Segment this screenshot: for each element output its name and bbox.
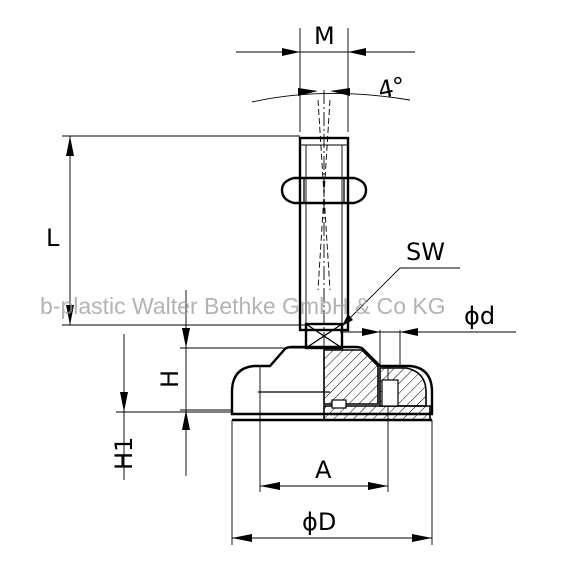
label-base-diameter: ϕD [302, 508, 336, 536]
label-width: A [315, 456, 332, 484]
dimension-small-diameter: ϕd [340, 302, 516, 366]
dimension-base-height: H1 [110, 334, 232, 480]
dimension-wrench-size: SW [341, 238, 460, 327]
hex-nut [280, 176, 368, 205]
label-wrench-size: SW [406, 238, 445, 266]
label-base-height: H1 [110, 437, 138, 470]
base-foot [230, 345, 434, 422]
dimension-thread: M [236, 22, 415, 132]
dimension-length: L [46, 135, 306, 326]
watermark-text: b-plastic Walter Bethke GmbH & Co KG [40, 293, 446, 319]
label-thread: M [314, 22, 335, 50]
label-height: H [156, 370, 184, 388]
dimension-base-diameter: ϕD [231, 420, 433, 545]
label-small-diameter: ϕd [464, 302, 495, 330]
dimension-angle: 4° [251, 72, 411, 105]
label-length: L [46, 224, 60, 252]
dimension-width: A [259, 414, 389, 492]
label-angle: 4° [375, 72, 408, 105]
dimension-height: H [156, 290, 306, 476]
